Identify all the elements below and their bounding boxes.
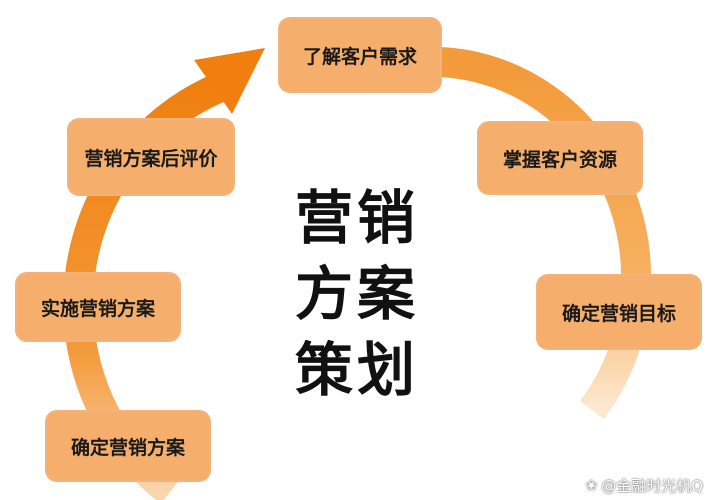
step-label: 营销方案后评价: [84, 147, 218, 170]
ring-arc-right: [439, 47, 652, 420]
step-label: 实施营销方案: [40, 297, 155, 320]
step-label: 确定营销目标: [561, 302, 676, 325]
watermark: ❀ @金融时光机Q: [585, 475, 703, 496]
step-decide-plan: 确定营销方案: [45, 410, 211, 482]
center-title: 营销 方案 策划: [272, 180, 442, 408]
step-grasp-resources: 掌握客户资源: [477, 121, 643, 195]
step-label: 确定营销方案: [70, 436, 185, 459]
arrowhead-icon: [194, 48, 265, 114]
step-post-evaluation: 营销方案后评价: [67, 118, 235, 196]
step-label: 了解客户需求: [302, 45, 417, 68]
step-label: 掌握客户资源: [502, 148, 617, 171]
paw-icon: ❀: [585, 477, 598, 494]
step-set-targets: 确定营销目标: [536, 274, 702, 350]
watermark-text: @金融时光机Q: [601, 477, 703, 495]
step-implement-plan: 实施营销方案: [15, 272, 181, 342]
center-title-line: 方案: [294, 260, 419, 328]
step-understand-needs: 了解客户需求: [278, 17, 442, 93]
center-title-line: 策划: [294, 336, 419, 404]
center-title-line: 营销: [294, 184, 419, 252]
